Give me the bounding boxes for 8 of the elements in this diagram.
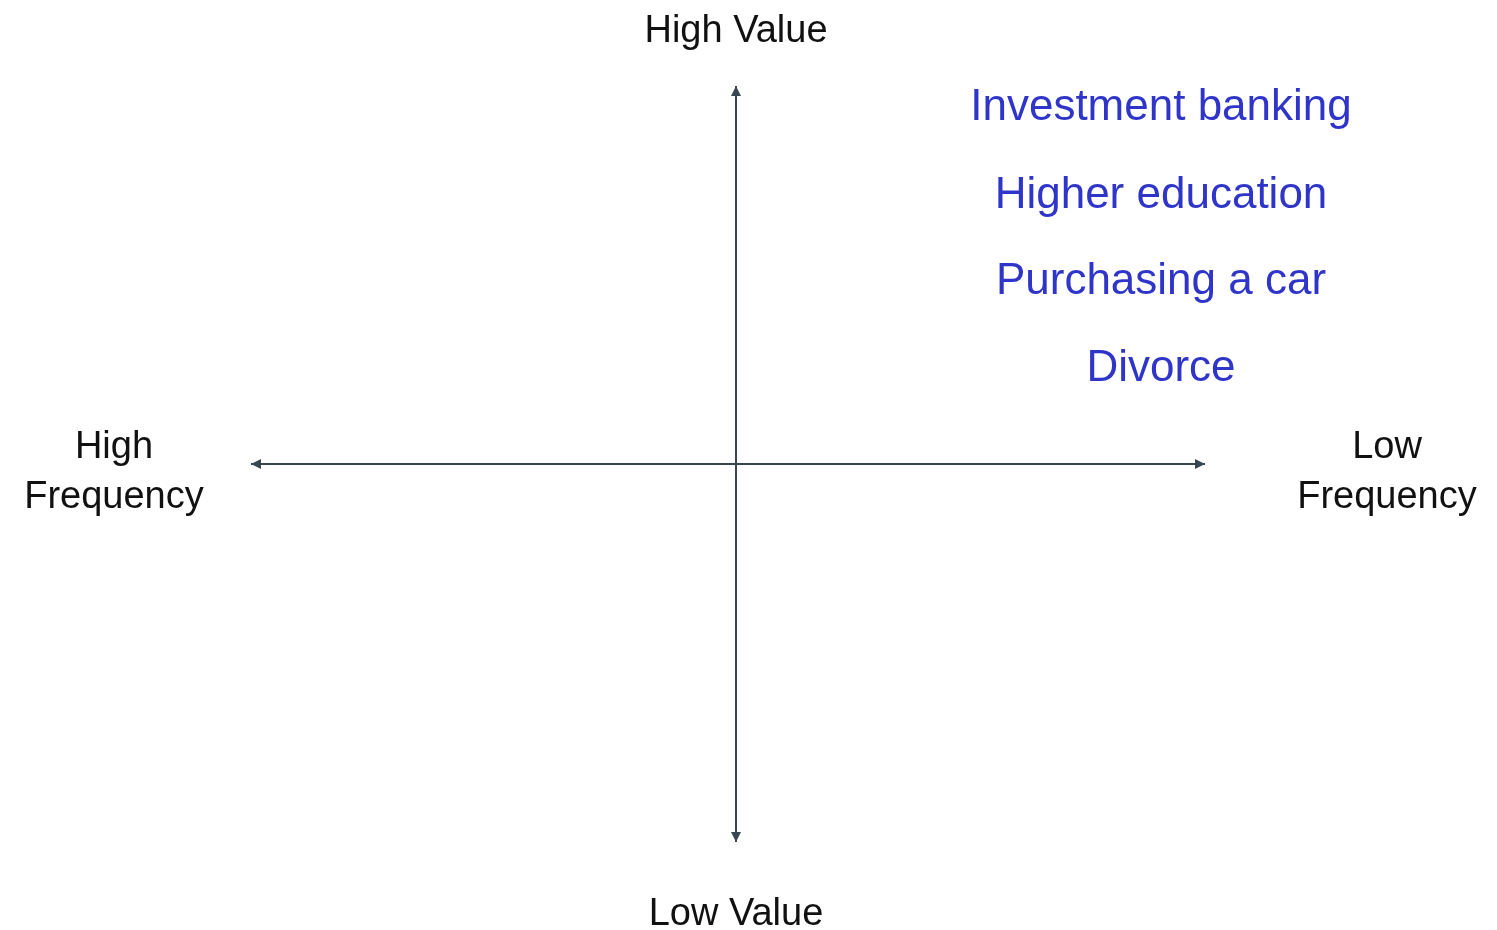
axis-label: Low Frequency: [1296, 423, 1478, 518]
quadrant-item-label: Investment banking: [969, 79, 1353, 131]
axis-label: Low Value: [647, 890, 825, 930]
axis-label: High Value: [643, 7, 829, 52]
quadrant-item-label: Higher education: [993, 167, 1329, 219]
quadrant-item-label: Purchasing a car: [994, 253, 1328, 305]
axis-label: High Frequency: [23, 423, 205, 518]
quadrant-item-label: Divorce: [1085, 340, 1237, 392]
